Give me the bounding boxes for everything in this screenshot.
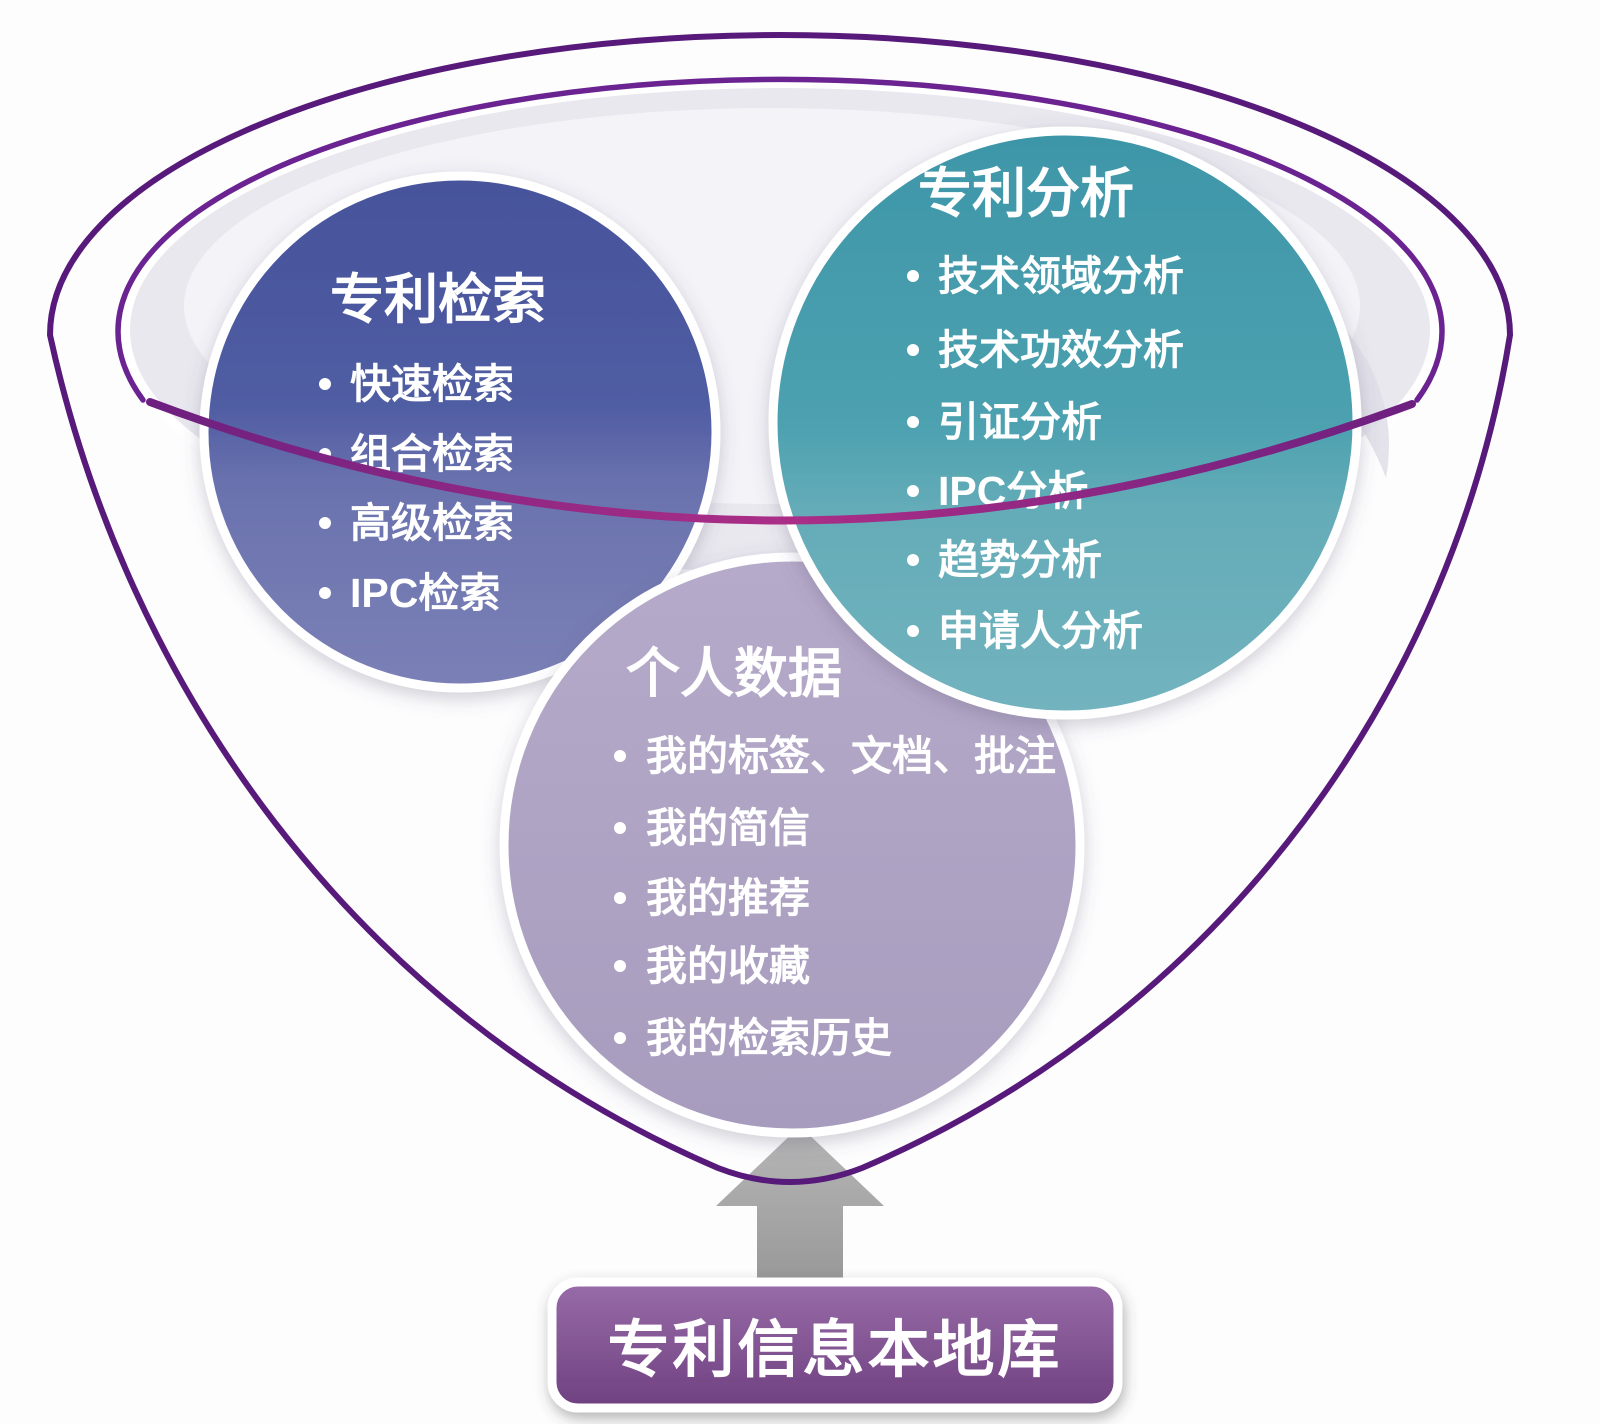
patent-search-item: IPC检索 — [350, 570, 500, 616]
bullet-dot — [614, 1032, 626, 1044]
personal-data-item: 我的标签、文档、批注 — [646, 733, 1056, 779]
bullet-dot — [907, 625, 919, 637]
personal-data-content: 个人数据 我的标签、文档、批注 我的简信 我的推荐 我的收藏 我的检索历史 — [614, 644, 1056, 1061]
funnel-inner-rim — [115, 76, 1445, 403]
patent-analysis-title: 专利分析 — [918, 164, 1134, 224]
bullet-dot — [907, 485, 919, 497]
bullet-dot — [319, 517, 331, 529]
patent-analysis-item: 趋势分析 — [938, 537, 1102, 583]
bullet-dot — [614, 892, 626, 904]
bullet-dot — [319, 378, 331, 390]
patent-analysis-item: 申请人分析 — [938, 608, 1143, 654]
circle-patent-search — [199, 171, 721, 693]
patent-search-item: 快速检索 — [350, 361, 514, 407]
bullet-dot — [907, 416, 919, 428]
personal-data-item: 我的收藏 — [646, 943, 810, 989]
up-arrow — [716, 1126, 884, 1290]
personal-data-item: 我的简信 — [646, 805, 810, 851]
patent-search-item: 高级检索 — [350, 500, 514, 546]
personal-data-title: 个人数据 — [626, 644, 842, 704]
funnel-outline — [47, 32, 1514, 1185]
bullet-dot — [907, 344, 919, 356]
circle-personal-data — [499, 552, 1085, 1138]
bullet-dot — [907, 554, 919, 566]
patent-analysis-item: 引证分析 — [938, 399, 1102, 445]
patent-analysis-item: 技术功效分析 — [938, 327, 1184, 373]
database-box: 专利信息本地库 — [547, 1277, 1123, 1413]
patent-analysis-content: 专利分析 技术领域分析 技术功效分析 引证分析 IPC分析 趋势分析 申请人分析 — [907, 164, 1184, 654]
personal-data-item: 我的检索历史 — [646, 1015, 892, 1061]
patent-search-title: 专利检索 — [330, 270, 546, 330]
bullet-dot — [614, 822, 626, 834]
bullet-dot — [907, 270, 919, 282]
patent-analysis-item: 技术领域分析 — [938, 253, 1184, 299]
database-box-label: 专利信息本地库 — [607, 1316, 1062, 1385]
bullet-dot — [614, 750, 626, 762]
bullet-dot — [614, 960, 626, 972]
patent-search-content: 专利检索 快速检索 组合检索 高级检索 IPC检索 — [319, 270, 546, 616]
personal-data-item: 我的推荐 — [646, 875, 810, 921]
bullet-dot — [319, 587, 331, 599]
funnel-liquid-line — [146, 398, 1416, 525]
